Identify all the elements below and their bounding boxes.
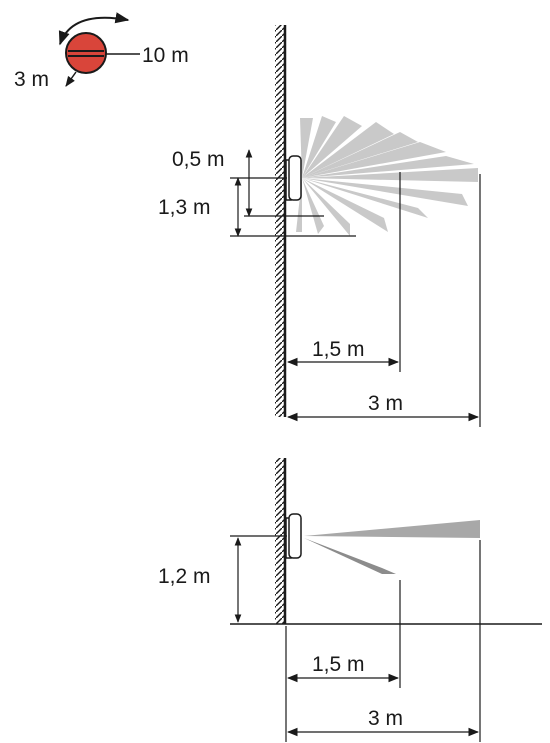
rotate-arrow-icon [58,12,130,46]
far-range-label: 3 m [368,392,403,415]
mid-range-label: 1,5 m [312,338,365,361]
detection-beam-lower [304,538,396,574]
motion-sensor [285,513,302,559]
mount-height-label: 1,2 m [158,565,211,588]
side-view: 0,5 m 1,3 m 1,5 m 3 m [158,25,481,427]
far-range-label: 3 m [368,707,403,730]
mount-height-label: 1,3 m [158,196,211,219]
near-range-label: 3 m [14,68,49,91]
wall-hatching [275,458,284,624]
wall-hatching [275,25,284,417]
far-range-label: 10 m [142,44,189,67]
range-adjust-icon: 10 m 3 m [14,12,189,91]
offset-label: 0,5 m [172,148,225,171]
mid-range-label: 1,5 m [312,653,365,676]
range-knob [65,32,107,74]
low-mount-view: 1,2 m 1,5 m 3 m [158,458,542,742]
motion-sensor [285,155,302,201]
detection-beam-upper [304,520,480,538]
detection-beams [296,116,478,236]
